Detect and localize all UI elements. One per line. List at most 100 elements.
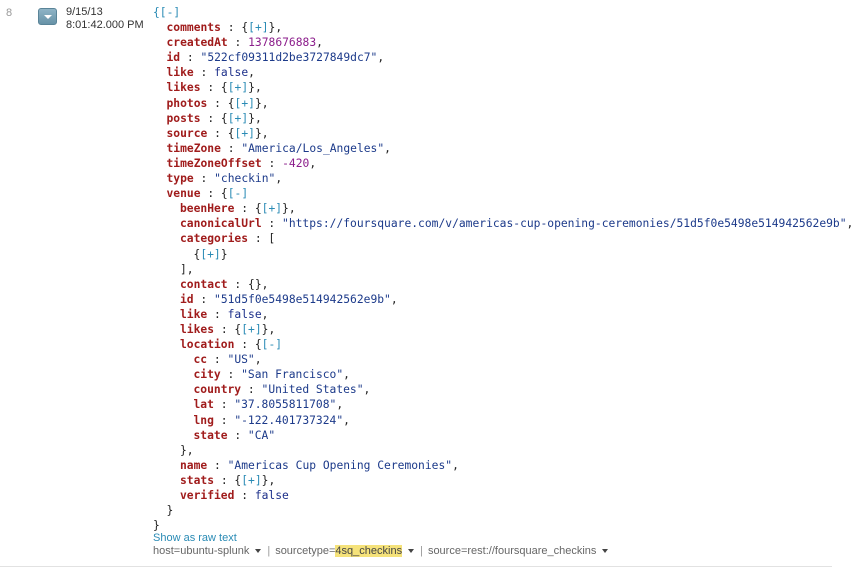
json-line: location : {[-] xyxy=(153,337,853,352)
json-punctuation: : {}, xyxy=(227,277,269,291)
json-punctuation: : xyxy=(261,156,283,170)
json-punctuation: : xyxy=(193,66,215,80)
json-key: id xyxy=(180,292,194,306)
json-line: posts : {[+]}, xyxy=(153,111,853,126)
json-punctuation: , xyxy=(248,66,255,80)
json-punctuation: , xyxy=(390,292,398,306)
json-line: type : "checkin", xyxy=(153,171,853,186)
json-punctuation: , xyxy=(384,141,391,155)
expand-toggle[interactable]: [+] xyxy=(261,202,283,216)
expand-toggle[interactable]: [+] xyxy=(234,126,255,140)
json-punctuation: , xyxy=(261,307,269,321)
json-line: like : false, xyxy=(153,307,853,322)
event-actions-button[interactable] xyxy=(38,8,57,25)
json-punctuation: , xyxy=(363,383,371,397)
json-punctuation: , xyxy=(275,172,283,186)
json-line: like : false, xyxy=(153,65,853,80)
json-line: state : "CA" xyxy=(153,428,853,443)
expand-toggle[interactable]: [+] xyxy=(227,81,249,95)
json-punctuation: }, xyxy=(261,473,276,487)
json-key: type xyxy=(166,172,194,186)
json-line: source : {[+]}, xyxy=(153,126,853,141)
expand-toggle[interactable]: [+] xyxy=(234,96,255,110)
json-line: likes : {[+]}, xyxy=(153,322,853,337)
field-key: host= xyxy=(153,545,181,557)
json-punctuation: : xyxy=(213,413,235,427)
caret-down-icon xyxy=(255,548,262,553)
json-punctuation: , xyxy=(343,413,350,427)
json-key: posts xyxy=(166,111,201,125)
json-line: city : "San Francisco", xyxy=(153,367,853,382)
json-punctuation: }, xyxy=(254,96,269,110)
json-punctuation: : { xyxy=(214,473,242,487)
expand-toggle[interactable]: [+] xyxy=(227,111,249,125)
expand-toggle[interactable]: [+] xyxy=(248,21,269,35)
json-punctuation: ], xyxy=(180,262,194,276)
json-string-value: "37.8055811708" xyxy=(234,398,337,412)
json-key: location xyxy=(180,338,235,352)
field-separator: | xyxy=(420,545,423,557)
json-punctuation: : xyxy=(207,458,228,472)
event-time: 8:01:42.000 PM xyxy=(66,19,144,31)
json-line: timeZone : "America/Los_Angeles", xyxy=(153,141,853,156)
json-punctuation: : xyxy=(261,217,283,231)
json-key: stats xyxy=(180,473,215,487)
json-line: lat : "37.8055811708", xyxy=(153,397,853,412)
json-punctuation: }, xyxy=(282,202,296,216)
json-key: contact xyxy=(180,277,228,291)
json-key: lat xyxy=(193,398,214,412)
json-line: photos : {[+]}, xyxy=(153,96,853,111)
json-punctuation: : { xyxy=(207,96,235,110)
event-row-number: 8 xyxy=(6,7,13,19)
event-date: 9/15/13 xyxy=(66,6,103,18)
json-punctuation: } xyxy=(153,519,160,533)
json-key: photos xyxy=(166,96,208,110)
json-key: like xyxy=(180,307,208,321)
json-line: } xyxy=(153,518,853,533)
json-punctuation: , xyxy=(254,353,262,367)
json-line: id : "522cf09311d2be3727849dc7", xyxy=(153,50,853,65)
collapse-toggle[interactable]: [-] xyxy=(261,338,283,352)
field-source-dropdown[interactable]: source=rest://foursquare_checkins xyxy=(428,545,614,557)
json-punctuation: } xyxy=(166,504,174,518)
field-host-dropdown[interactable]: host=ubuntu-splunk xyxy=(153,545,267,557)
json-key: likes xyxy=(180,322,215,336)
json-string-value: "US" xyxy=(227,353,255,367)
json-key: verified xyxy=(180,489,235,502)
expand-toggle[interactable]: [+] xyxy=(241,473,262,487)
json-punctuation: : [ xyxy=(248,232,276,246)
collapse-toggle[interactable]: [-] xyxy=(227,187,249,201)
json-key: state xyxy=(193,428,228,442)
json-line: likes : {[+]}, xyxy=(153,80,853,95)
json-key: venue xyxy=(166,187,201,201)
json-string-value: "America/Los_Angeles" xyxy=(241,141,385,155)
json-string-value: "-122.401737324" xyxy=(234,413,344,427)
json-punctuation: } xyxy=(220,247,228,261)
json-punctuation: }, xyxy=(248,81,262,95)
json-punctuation: , xyxy=(316,36,323,50)
json-punctuation: , xyxy=(846,217,853,231)
json-key: categories xyxy=(180,232,249,246)
json-line: id : "51d5f0e5498e514942562e9b", xyxy=(153,292,853,307)
json-string-value: "checkin" xyxy=(214,172,276,186)
json-line: {[+]} xyxy=(153,247,853,262)
json-key: comments xyxy=(166,21,221,35)
json-punctuation: { xyxy=(193,247,201,261)
json-key: timeZoneOffset xyxy=(166,156,262,170)
json-punctuation: : { xyxy=(200,81,228,95)
json-punctuation: : xyxy=(180,51,201,65)
collapse-toggle[interactable]: {[-] xyxy=(153,6,181,19)
json-punctuation: : xyxy=(207,353,228,367)
expand-toggle[interactable]: [+] xyxy=(200,247,221,261)
json-boolean-value: false xyxy=(214,66,249,80)
expand-toggle[interactable]: [+] xyxy=(241,322,262,336)
json-line: stats : {[+]}, xyxy=(153,473,853,488)
json-punctuation: }, xyxy=(180,443,194,457)
json-punctuation: : { xyxy=(234,338,262,352)
json-punctuation: : xyxy=(213,398,235,412)
show-raw-text-link[interactable]: Show as raw text xyxy=(153,532,237,544)
json-key: like xyxy=(166,66,194,80)
field-sourcetype-dropdown[interactable]: sourcetype=4sq_checkins xyxy=(275,545,420,557)
json-punctuation: : { xyxy=(200,187,228,201)
json-punctuation: , xyxy=(343,368,350,382)
